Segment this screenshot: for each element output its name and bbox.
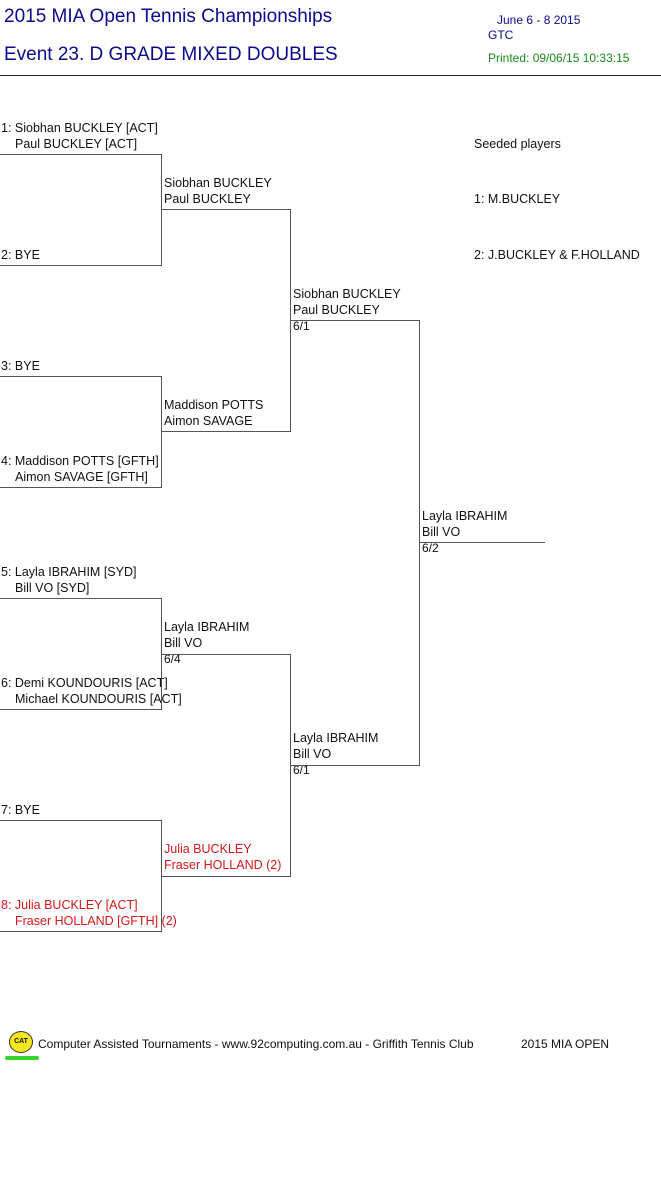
- r1-line-3: [0, 376, 162, 377]
- r2-connector-1: [290, 209, 291, 432]
- r1-entry-3-player-1: 3: BYE: [1, 359, 40, 373]
- r2-entry-3-player-1: Layla IBRAHIM: [164, 620, 250, 634]
- final-score: 6/2: [422, 541, 439, 555]
- r3-entry-2-player-2: Bill VO: [293, 747, 332, 761]
- r3-entry-2-player-1: Layla IBRAHIM: [293, 731, 379, 745]
- footer-event-name: 2015 MIA OPEN: [521, 1037, 610, 1051]
- r1-entry-4-player-2: Aimon SAVAGE [GFTH]: [15, 470, 148, 484]
- r1-line-8: [0, 931, 162, 932]
- r3-entry-2-score: 6/1: [293, 763, 310, 777]
- r1-connector-3: [161, 598, 162, 710]
- r2-connector-2: [290, 654, 291, 877]
- r1-connector-2: [161, 376, 162, 488]
- r2-line-3: [162, 654, 291, 655]
- r2-line-1: [162, 209, 291, 210]
- r1-entry-5-player-2: Bill VO [SYD]: [15, 581, 90, 595]
- venue-code: GTC: [488, 28, 514, 42]
- r1-connector-1: [161, 154, 162, 266]
- champion-player-1: Layla IBRAHIM: [422, 509, 508, 523]
- r1-line-2: [0, 265, 162, 266]
- r1-entry-2-player-1: 2: BYE: [1, 248, 40, 262]
- champion-player-2: Bill VO: [422, 525, 461, 539]
- r1-entry-8-player-1: 8: Julia BUCKLEY [ACT]: [1, 898, 138, 912]
- r3-entry-1-player-1: Siobhan BUCKLEY: [293, 287, 401, 301]
- champion-line: [420, 542, 545, 543]
- r1-entry-1-player-1: 1: Siobhan BUCKLEY [ACT]: [1, 121, 158, 135]
- r1-entry-7-player-1: 7: BYE: [1, 803, 40, 817]
- r3-line-2: [291, 765, 420, 766]
- seed-1: 1: M.BUCKLEY: [474, 192, 561, 206]
- r3-connector: [419, 320, 420, 766]
- event-title: Event 23. D GRADE MIXED DOUBLES: [4, 44, 338, 65]
- r1-line-6: [0, 709, 162, 710]
- r1-entry-4-player-1: 4: Maddison POTTS [GFTH]: [1, 454, 159, 468]
- r1-line-7: [0, 820, 162, 821]
- r2-entry-4-player-1: Julia BUCKLEY: [164, 842, 252, 856]
- r1-entry-1-player-2: Paul BUCKLEY [ACT]: [15, 137, 138, 151]
- r2-entry-3-player-2: Bill VO: [164, 636, 203, 650]
- r1-entry-5-player-1: 5: Layla IBRAHIM [SYD]: [1, 565, 137, 579]
- seeded-heading: Seeded players: [474, 137, 561, 151]
- r3-entry-1-score: 6/1: [293, 319, 310, 333]
- r1-line-4: [0, 487, 162, 488]
- footer-credit: Computer Assisted Tournaments - www.92co…: [38, 1037, 474, 1051]
- r3-line-1: [291, 320, 420, 321]
- r1-line-1: [0, 154, 162, 155]
- r2-entry-2-player-2: Aimon SAVAGE: [164, 414, 253, 428]
- r2-entry-2-player-1: Maddison POTTS: [164, 398, 264, 412]
- r2-entry-1-player-1: Siobhan BUCKLEY: [164, 176, 272, 190]
- r2-entry-4-player-2: Fraser HOLLAND (2): [164, 858, 282, 872]
- r1-entry-6-player-2: Michael KOUNDOURIS [ACT]: [15, 692, 182, 706]
- header-divider: [0, 75, 661, 76]
- r2-entry-1-player-2: Paul BUCKLEY: [164, 192, 251, 206]
- seed-2: 2: J.BUCKLEY & F.HOLLAND: [474, 248, 640, 262]
- r1-line-5: [0, 598, 162, 599]
- r1-entry-6-player-1: 6: Demi KOUNDOURIS [ACT]: [1, 676, 168, 690]
- r2-line-4: [162, 876, 291, 877]
- tournament-title: 2015 MIA Open Tennis Championships: [4, 6, 333, 27]
- r2-line-2: [162, 431, 291, 432]
- printed-timestamp: Printed: 09/06/15 10:33:15: [488, 51, 630, 65]
- r2-entry-3-score: 6/4: [164, 652, 181, 666]
- logo-underline: [5, 1056, 39, 1060]
- cat-logo-icon: CAT: [9, 1031, 33, 1053]
- r1-entry-8-player-2: Fraser HOLLAND [GFTH] (2): [15, 914, 177, 928]
- event-dates: June 6 - 8 2015: [497, 13, 581, 27]
- r1-connector-4: [161, 820, 162, 932]
- r3-entry-1-player-2: Paul BUCKLEY: [293, 303, 380, 317]
